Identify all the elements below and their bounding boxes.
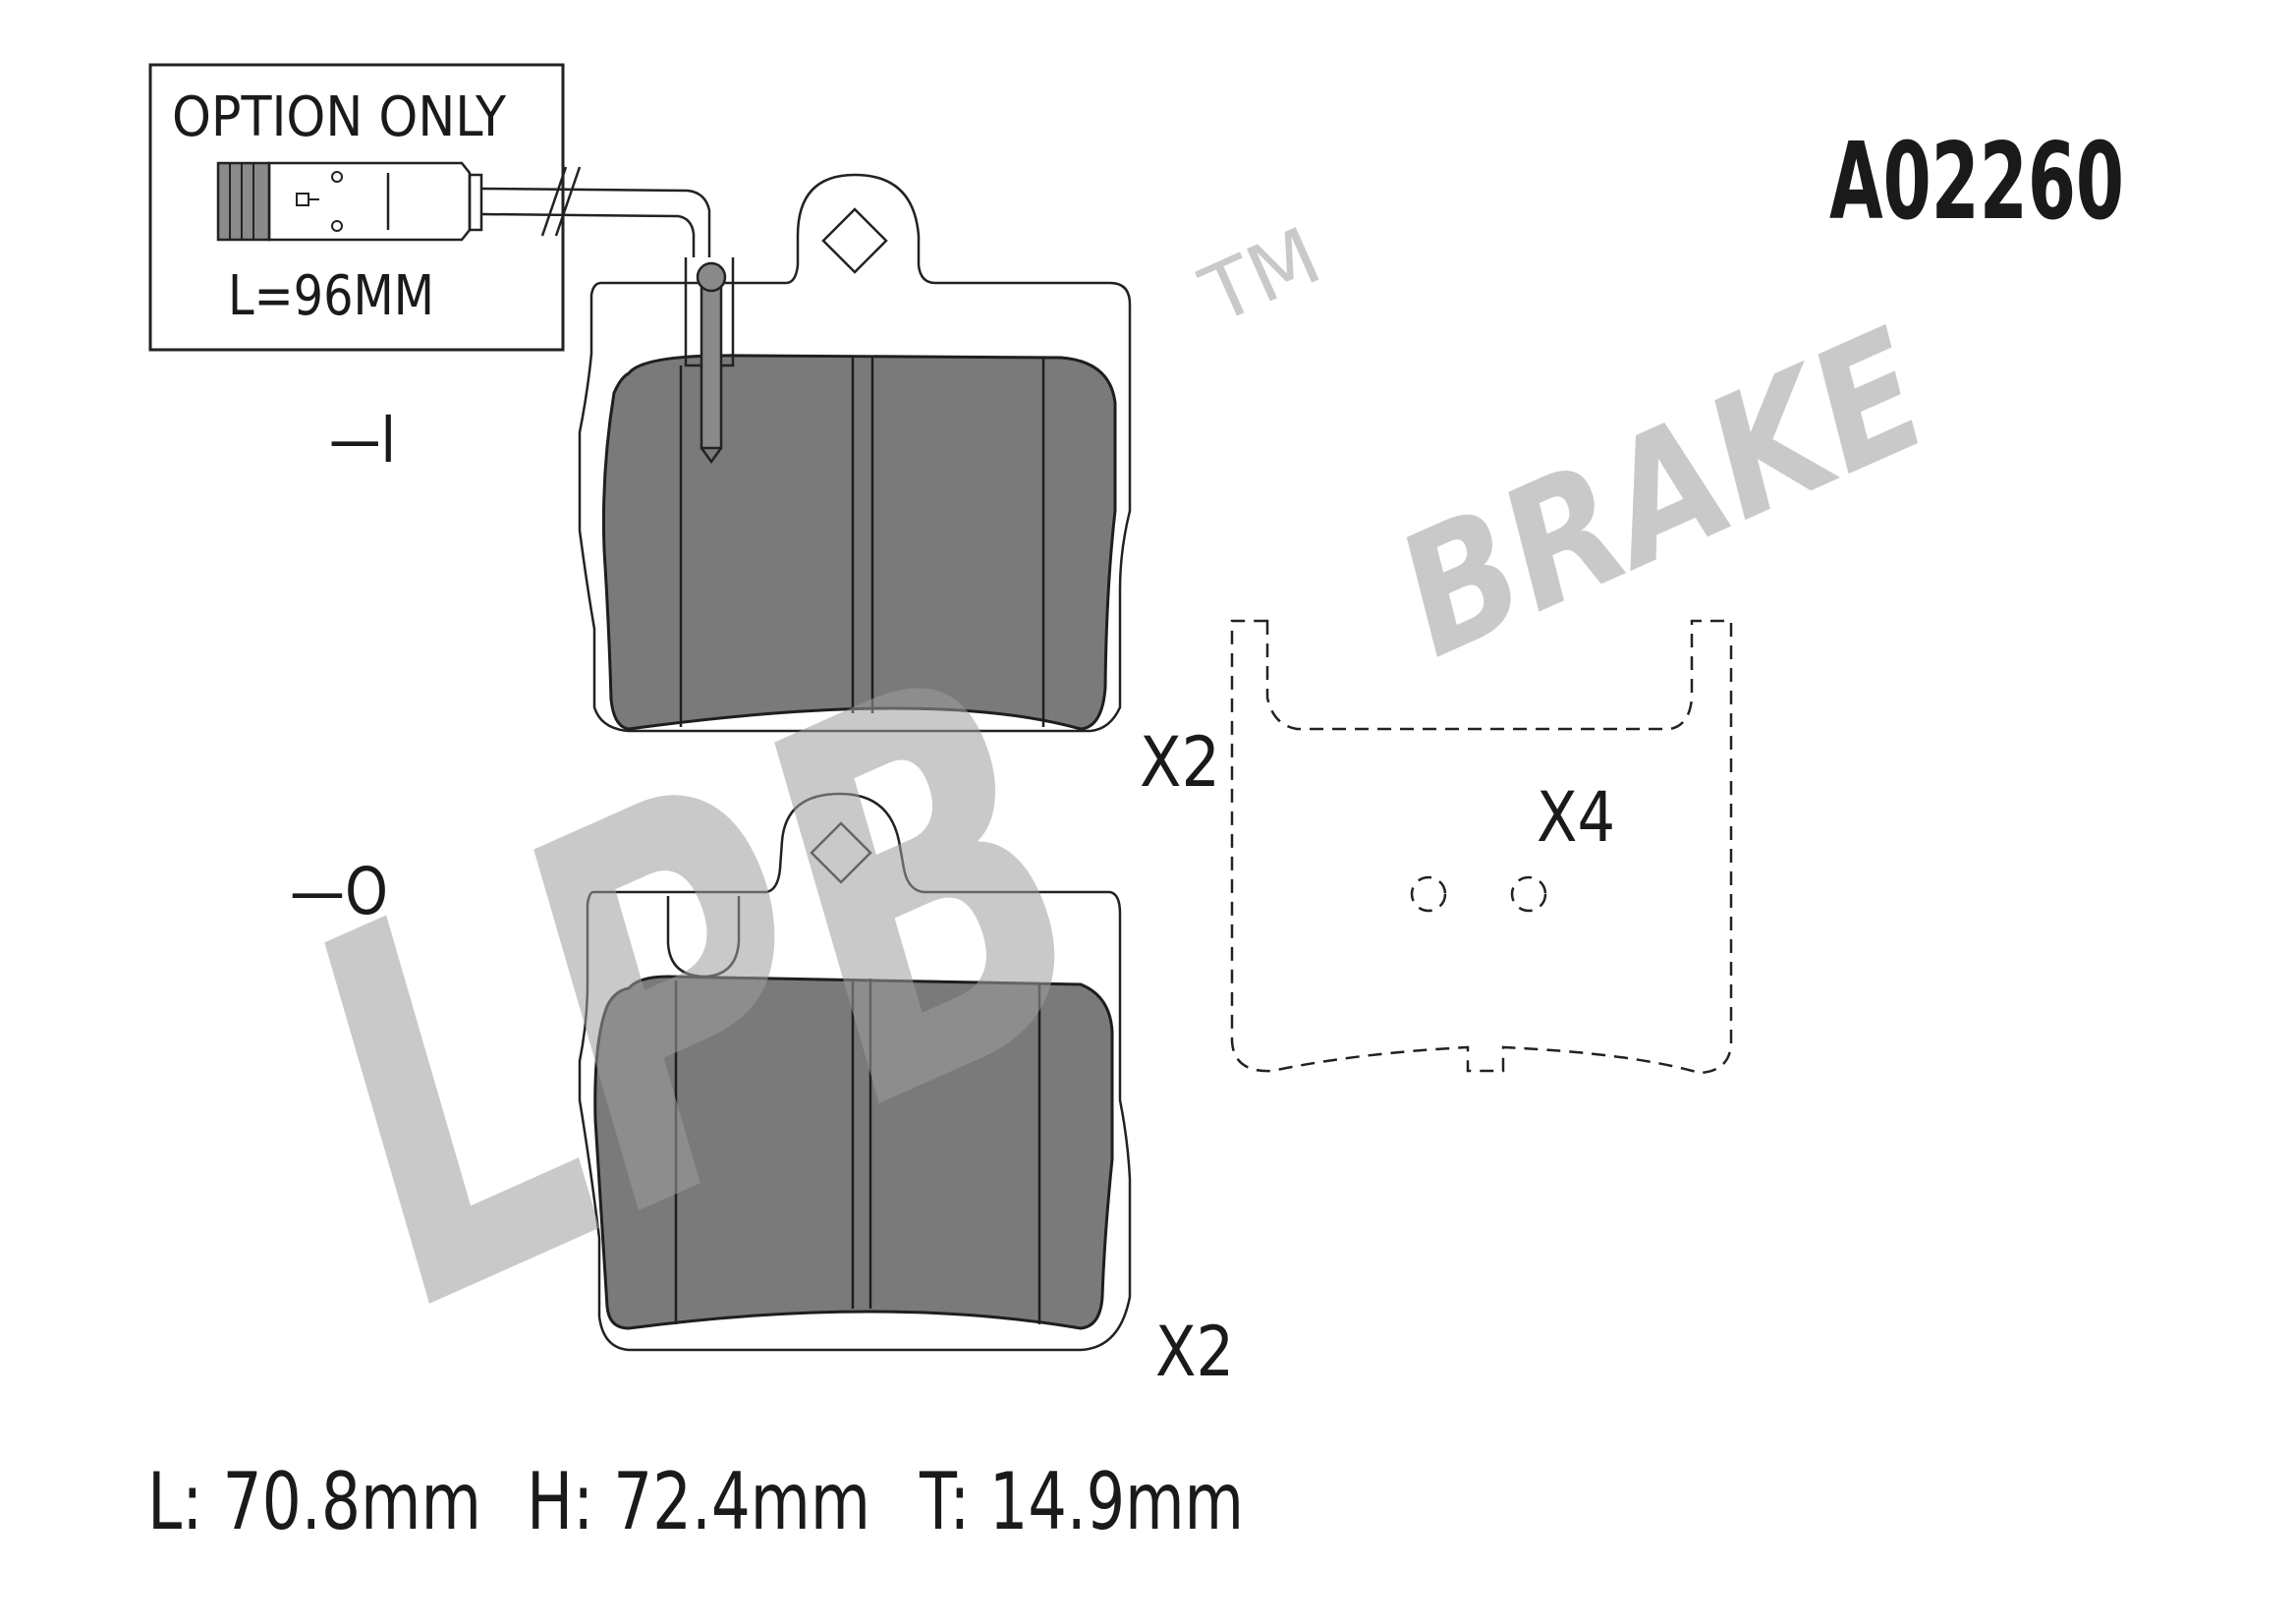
inner-side-marker: —I xyxy=(329,402,396,477)
outer-brake-pad xyxy=(578,792,1132,1352)
outer-pad-backing-plate xyxy=(578,792,1132,1352)
shim-outline xyxy=(1230,619,1733,1075)
sensor-length: L=96MM xyxy=(228,264,434,328)
outer-side-marker: —O xyxy=(290,854,388,929)
wear-sensor-icon xyxy=(216,161,711,257)
brand-word-watermark: BRAKE xyxy=(1372,294,1953,696)
dimensions-line: L: 70.8mm H: 72.4mm T: 14.9mm xyxy=(147,1456,1244,1547)
sensor-clip xyxy=(684,257,735,465)
shim-hole xyxy=(1510,875,1547,913)
length-dimension: L: 70.8mm xyxy=(147,1456,481,1547)
inner-pad-friction-material xyxy=(601,354,1117,731)
anti-noise-shim xyxy=(1230,619,1733,1075)
inner-pad-quantity: X2 xyxy=(1140,722,1220,803)
outer-pad-locating-notch xyxy=(810,821,872,884)
option-box-frame xyxy=(148,63,565,352)
thickness-dimension: T: 14.9mm xyxy=(919,1456,1244,1547)
outer-pad-quantity: X2 xyxy=(1155,1312,1234,1392)
height-dimension: H: 72.4mm xyxy=(527,1456,870,1547)
trademark-symbol: TM xyxy=(1188,210,1333,342)
shim-hole xyxy=(1410,875,1447,913)
inner-pad-backing-plate xyxy=(578,173,1132,733)
part-number: A02260 xyxy=(1829,121,2124,244)
option-title: OPTION ONLY xyxy=(172,85,506,149)
inner-brake-pad xyxy=(578,173,1132,733)
shim-quantity: X4 xyxy=(1537,777,1615,858)
inner-pad-locating-notch xyxy=(821,207,888,274)
option-box: OPTION ONLY L=96MM xyxy=(148,63,711,352)
